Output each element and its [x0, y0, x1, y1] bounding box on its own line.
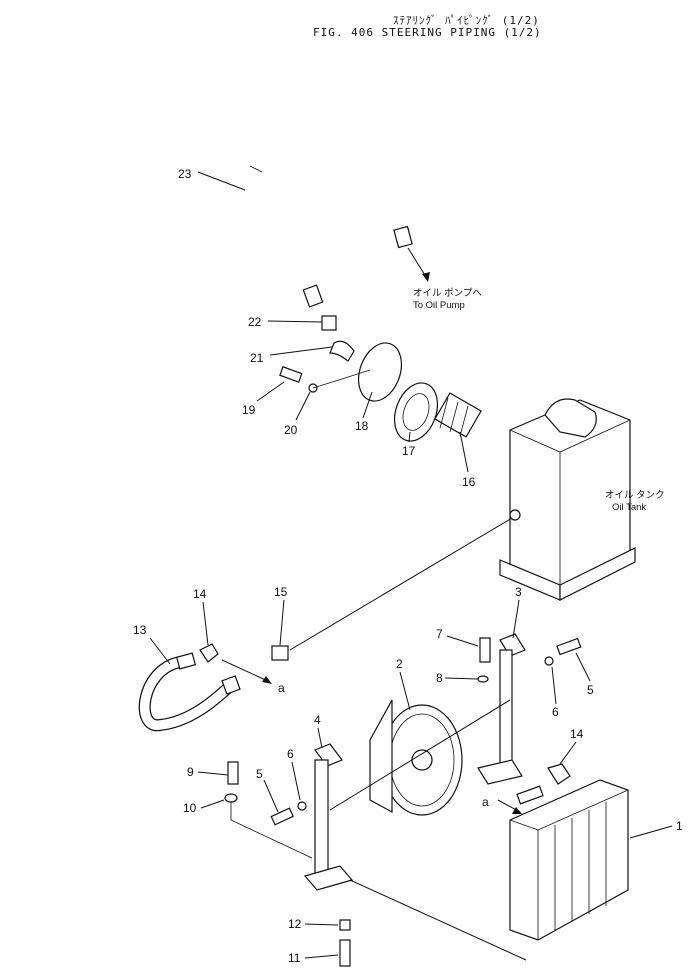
assembly-line-20: [312, 369, 371, 389]
gasket-17-inner: [402, 393, 430, 431]
connection-line-tank-15: [289, 517, 513, 651]
callout-12: 12: [288, 917, 302, 931]
callout-16: 16: [462, 475, 476, 489]
connector-15: [271, 645, 289, 661]
callout-15: 15: [274, 585, 288, 599]
connection-line-bracket4-3: [329, 699, 511, 811]
bracket-3: [477, 633, 526, 785]
filter-element-16: [434, 392, 482, 438]
callout-2: 2: [396, 657, 403, 671]
callout-17: 17: [402, 444, 416, 458]
callout-10: 10: [183, 801, 197, 815]
elbow-14-upper: [199, 643, 219, 663]
callout-4: 4: [314, 713, 321, 727]
callout-7: 7: [436, 627, 443, 641]
callout-19: 19: [242, 403, 256, 417]
bolt-9: [227, 761, 239, 785]
arrowhead-a-lower: [512, 807, 522, 814]
assembly-line-11-radiator: [349, 879, 527, 961]
leader-lines: [149, 171, 673, 959]
bolt-11: [339, 939, 351, 967]
washer-6-right: [544, 656, 554, 666]
elbow-14-lower: [547, 763, 571, 785]
callout-14-upper: 14: [193, 587, 207, 601]
gasket-17: [393, 382, 439, 442]
oil-tank: [499, 398, 636, 601]
callout-5-right: 5: [587, 683, 594, 697]
washer-10: [224, 793, 238, 803]
bolt-19: [279, 366, 303, 383]
bolt-7: [479, 637, 491, 663]
arrowhead-a-upper: [262, 676, 272, 684]
callout-14-lower: 14: [570, 727, 584, 741]
callout-6-left: 6: [287, 747, 294, 761]
callout-8: 8: [436, 671, 443, 685]
callout-3: 3: [515, 585, 522, 599]
elbow-21: [329, 340, 355, 362]
figure-title: FIG. 406 STEERING PIPING (1/2): [313, 26, 542, 39]
fan-shroud-2: [369, 699, 463, 816]
hose-13: [138, 652, 241, 732]
cover-flange-18: [357, 342, 403, 402]
callout-18: 18: [355, 419, 369, 433]
bolt-5-right: [556, 637, 582, 656]
note-oil-tank-en: Oil Tank: [612, 502, 646, 513]
figure-subtitle-japanese: ｽﾃｱﾘﾝｸﾞ ﾊﾟｲﾋﾟﾝｸﾞ (1/2): [393, 14, 540, 27]
washer-12: [339, 919, 351, 931]
bracket-4: [303, 743, 354, 891]
arrow-a-upper: [221, 659, 271, 683]
callout-1: 1: [676, 819, 683, 833]
arrowhead-to-oil-pump: [422, 272, 430, 282]
assembly-line-10: [230, 802, 313, 859]
connector-label-a-upper: a: [278, 681, 285, 695]
callout-9: 9: [187, 765, 194, 779]
note-oil-pump-en: To Oil Pump: [413, 300, 465, 311]
callout-13: 13: [133, 623, 147, 637]
washer-8: [477, 675, 489, 683]
callout-23: 23: [178, 167, 192, 181]
nipple-22: [321, 315, 337, 331]
note-oil-tank-jp: オイル タンク: [605, 490, 665, 501]
callout-21: 21: [250, 351, 264, 365]
note-oil-pump-jp: オイル ポンプへ: [413, 288, 482, 299]
callout-22: 22: [248, 315, 262, 329]
callout-5-left: 5: [256, 767, 263, 781]
washer-6-left: [297, 801, 307, 811]
oil-cooler-1: [509, 779, 629, 941]
connector-a-lower: [516, 785, 544, 805]
hose-23: [240, 115, 413, 308]
callout-6-right: 6: [552, 705, 559, 719]
bolt-5-left: [270, 807, 294, 826]
callout-20: 20: [284, 423, 298, 437]
connector-label-a-lower: a: [482, 795, 489, 809]
callout-11: 11: [288, 951, 301, 965]
